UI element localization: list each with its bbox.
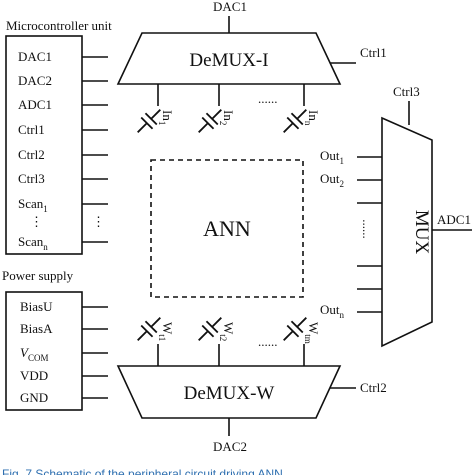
demux-w-block	[116, 365, 342, 419]
weight-label: Wt1	[157, 322, 175, 341]
demux-i-ctrl: Ctrl1	[360, 45, 387, 60]
demux-i-input-labels: In1 In2 Inn	[157, 110, 321, 126]
mcu-pin-label: Scan1	[18, 196, 48, 214]
demux-w-dots: ......	[258, 334, 278, 349]
output-label: Out2	[320, 171, 344, 189]
mcu-box	[5, 35, 83, 255]
mcu-pin-label: ADC1	[18, 97, 52, 112]
power-pin-lines	[82, 306, 108, 399]
mcu-side-dots: ⋮	[92, 214, 105, 229]
mux-label: MUX	[411, 210, 432, 255]
demux-w-capacitors	[137, 317, 307, 341]
demux-i-top-signal: DAC1	[213, 0, 247, 14]
demux-w-weight-labels: Wt1 Wt2 Wtm	[157, 322, 321, 344]
mcu-pin-label: Ctrl3	[18, 171, 45, 186]
mcu-pin-label: Ctrl1	[18, 122, 45, 137]
ann-block	[150, 159, 304, 298]
demux-w-bottom-signal: DAC2	[213, 439, 247, 454]
power-box	[5, 291, 83, 411]
power-pin-label: BiasU	[20, 299, 53, 314]
demux-w-ctrl: Ctrl2	[360, 380, 387, 395]
power-pin-label: VDD	[20, 368, 48, 383]
demux-i-label: DeMUX-I	[189, 50, 268, 71]
mcu-pin-label: Ctrl2	[18, 147, 45, 162]
ann-label: ANN	[203, 216, 251, 241]
demux-w-weight-wires	[157, 344, 305, 366]
demux-w-label: DeMUX-W	[184, 383, 275, 404]
input-label: In1	[157, 110, 175, 125]
mux-output-labels: Out1 Out2 Outn	[320, 148, 345, 320]
output-label: Out1	[320, 148, 344, 166]
mcu-pin-ellipsis: ⋮	[30, 214, 43, 229]
mux-ctrl: Ctrl3	[393, 84, 420, 99]
demux-i-input-wires	[157, 84, 305, 106]
demux-i-dots: ......	[258, 91, 278, 106]
mcu-title: Microcontroller unit	[6, 18, 112, 33]
output-label: Outn	[320, 302, 345, 320]
mcu-pin-label: DAC2	[18, 73, 52, 88]
mux-block	[381, 116, 433, 348]
figure-caption: Fig. 7 Schematic of the peripheral circu…	[2, 467, 283, 475]
weight-label: Wt2	[218, 322, 236, 341]
power-pin-labels: BiasU BiasA VCOM VDD GND	[20, 299, 53, 405]
demux-i-capacitors	[137, 109, 307, 133]
mcu-pin-labels: DAC1 DAC2 ADC1 Ctrl1 Ctrl2 Ctrl3 Scan1 ⋮…	[18, 49, 105, 252]
power-pin-label: GND	[20, 390, 48, 405]
demux-i-block	[116, 32, 342, 85]
power-pin-label: VCOM	[20, 345, 48, 363]
power-pin-label: BiasA	[20, 321, 53, 336]
mux-dots: ......	[360, 219, 375, 239]
mux-out-signal: ADC1	[437, 212, 471, 227]
mcu-pin-label: Scann	[18, 234, 48, 252]
power-title: Power supply	[2, 268, 74, 283]
mux-input-wires	[357, 156, 382, 313]
input-label: In2	[218, 110, 236, 125]
weight-label: Wtm	[303, 322, 321, 344]
mcu-pin-label: DAC1	[18, 49, 52, 64]
mcu-pin-lines	[82, 56, 108, 243]
input-label: Inn	[303, 110, 321, 126]
